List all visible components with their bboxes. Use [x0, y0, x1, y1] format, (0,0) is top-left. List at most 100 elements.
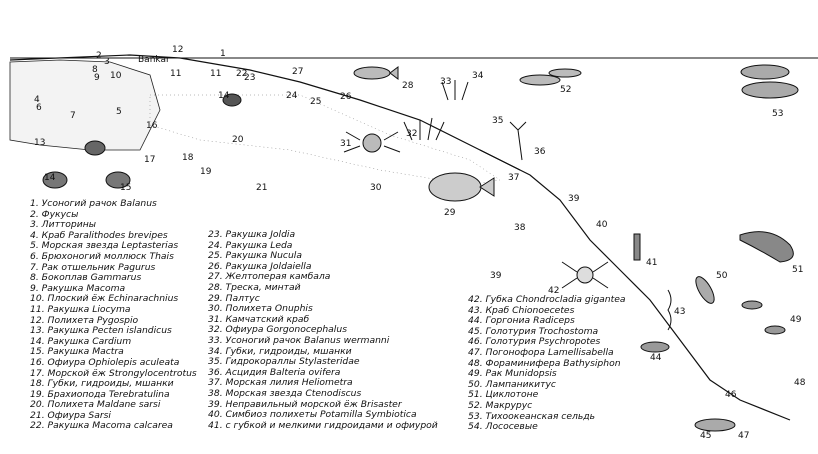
- legend-item: 6. Брюхоногий моллюск Thais: [30, 250, 174, 262]
- legend-item: 34. Губки, гидроиды, мшанки: [208, 345, 352, 357]
- number-marker: 14: [218, 91, 230, 101]
- fish-flatfish-29: [428, 172, 495, 202]
- legend-item: 36. Асцидия Balteria ovifera: [208, 366, 341, 378]
- number-marker: 45: [700, 431, 711, 441]
- shell-13: [84, 140, 106, 156]
- legend-item: 51. Циклотоне: [468, 389, 539, 401]
- holothurian-45: [640, 341, 670, 353]
- legend-item: 49. Рак Munidopsis: [468, 368, 557, 380]
- number-marker: 22: [236, 69, 247, 79]
- number-marker: 39: [490, 271, 502, 281]
- number-marker: 49: [790, 315, 802, 325]
- number-marker: 21: [256, 183, 267, 193]
- legend-item: 27. Желтоперая камбала: [208, 271, 331, 283]
- number-marker: 32: [406, 129, 417, 139]
- number-marker: 13: [34, 138, 45, 148]
- legend-item: 20. Полихета Maldane sarsi: [30, 399, 161, 411]
- number-marker: 40: [596, 220, 608, 230]
- legend-item: 7. Рак отшельник Pagurus: [30, 261, 156, 273]
- legend-item: 21. Офиура Sarsi: [30, 409, 111, 421]
- legend-item: 13. Ракушка Pecten islandicus: [30, 325, 172, 337]
- fish-cod-28: [353, 66, 399, 80]
- legend-item: 38. Морская звезда Ctenodiscus: [208, 387, 362, 399]
- number-marker: 25: [310, 97, 321, 107]
- number-marker: 36: [534, 147, 546, 157]
- fish-macrourus-52: [739, 231, 794, 263]
- number-marker: 43: [674, 307, 685, 317]
- legend-item: 16. Офиура Ophiolepis aculeata: [30, 356, 180, 368]
- legend-item: 19. Брахиопода Terebratulina: [30, 388, 170, 400]
- legend-item: 5. Морская звезда Leptasterias: [30, 240, 179, 252]
- legend-item: 10. Плоский ёж Echinarachnius: [30, 293, 179, 305]
- number-marker: 10: [110, 71, 122, 81]
- number-marker: 26: [340, 92, 352, 102]
- number-marker: 34: [472, 71, 484, 81]
- sea-lily-37: [509, 121, 527, 161]
- number-marker: 44: [650, 353, 662, 363]
- fish-lampanyctus-50: [741, 300, 786, 335]
- legend-item: 25. Ракушка Nucula: [208, 250, 302, 262]
- number-marker: 24: [286, 91, 298, 101]
- legend-item: 45. Голотурия Trochostoma: [468, 325, 599, 337]
- tag-label: Bankar: [138, 55, 170, 65]
- legend-item: 30. Полихета Onuphis: [208, 303, 313, 315]
- fish-cyclothone-51: [695, 276, 715, 304]
- number-marker: 20: [232, 135, 244, 145]
- legend-item: 14. Ракушка Cardium: [30, 335, 132, 347]
- number-marker: 17: [144, 155, 155, 165]
- legend-item: 23. Ракушка Joldia: [208, 229, 296, 240]
- number-marker: 33: [440, 77, 451, 87]
- legend-item: 52. Макрурус: [468, 399, 533, 411]
- number-marker: 51: [792, 265, 803, 275]
- legend-item: 41. с губкой и мелкими гидроидами и офиу…: [208, 419, 438, 431]
- number-marker: 29: [444, 208, 456, 218]
- legend-item: 50. Лампаникитус: [468, 378, 556, 390]
- number-marker: 11: [170, 69, 181, 79]
- legend-item: 9. Ракушка Macoma: [30, 282, 126, 294]
- legend-item: 48. Фораминифера Bathysiphon: [468, 357, 621, 369]
- number-marker: 53: [772, 109, 783, 119]
- number-marker: 9: [94, 73, 100, 83]
- legend-item: 1. Усоногий рачок Balanus: [30, 198, 157, 209]
- sponge-42: [633, 233, 641, 261]
- number-marker: 27: [292, 67, 303, 77]
- legend-item: 43. Краб Chionoecetes: [468, 304, 575, 316]
- number-marker: 47: [738, 431, 749, 441]
- number-marker: 50: [716, 271, 728, 281]
- number-marker: 3: [104, 57, 110, 67]
- legend-item: 46. Голотурия Psychropotes: [468, 336, 601, 348]
- shell-14: [42, 171, 68, 189]
- legend-item: 28. Треска, минтай: [208, 281, 301, 293]
- number-marker: 52: [560, 85, 571, 95]
- crab-chionoecetes-43: [561, 261, 609, 289]
- legend-item: 53. Тихоокеанская сельдь: [468, 410, 596, 422]
- number-marker: 28: [402, 81, 414, 91]
- legend-item: 29. Палтус: [208, 292, 260, 304]
- number-marker: 30: [370, 183, 382, 193]
- rocky-shore: [9, 59, 161, 151]
- number-marker: 48: [794, 378, 806, 388]
- legend-item: 15. Ракушка Mactra: [30, 346, 124, 358]
- number-marker: 8: [92, 65, 98, 75]
- number-marker: 5: [116, 107, 122, 117]
- sponge-cluster-34: [403, 80, 469, 141]
- shell-22: [222, 93, 242, 107]
- legend-item: 18. Губки, гидроиды, мшанки: [30, 378, 174, 390]
- number-marker: 54: [0, 0, 12, 3]
- fish-herring-53: [519, 68, 582, 86]
- number-marker: 19: [200, 167, 212, 177]
- number-marker: 1: [220, 49, 226, 59]
- number-marker: 2: [96, 51, 102, 61]
- number-marker: 31: [340, 139, 351, 149]
- legend-item: 44. Горгониа Radiceps: [468, 315, 575, 327]
- legend-item: 42. Губка Chondrocladia gigantea: [468, 294, 626, 305]
- number-marker: 4: [34, 95, 40, 105]
- number-marker: 41: [646, 258, 657, 268]
- number-marker: 12: [172, 45, 183, 55]
- legend-item: 2. Фукусы: [30, 208, 79, 220]
- number-marker: 46: [725, 390, 737, 400]
- gorgonian-44: [667, 289, 672, 331]
